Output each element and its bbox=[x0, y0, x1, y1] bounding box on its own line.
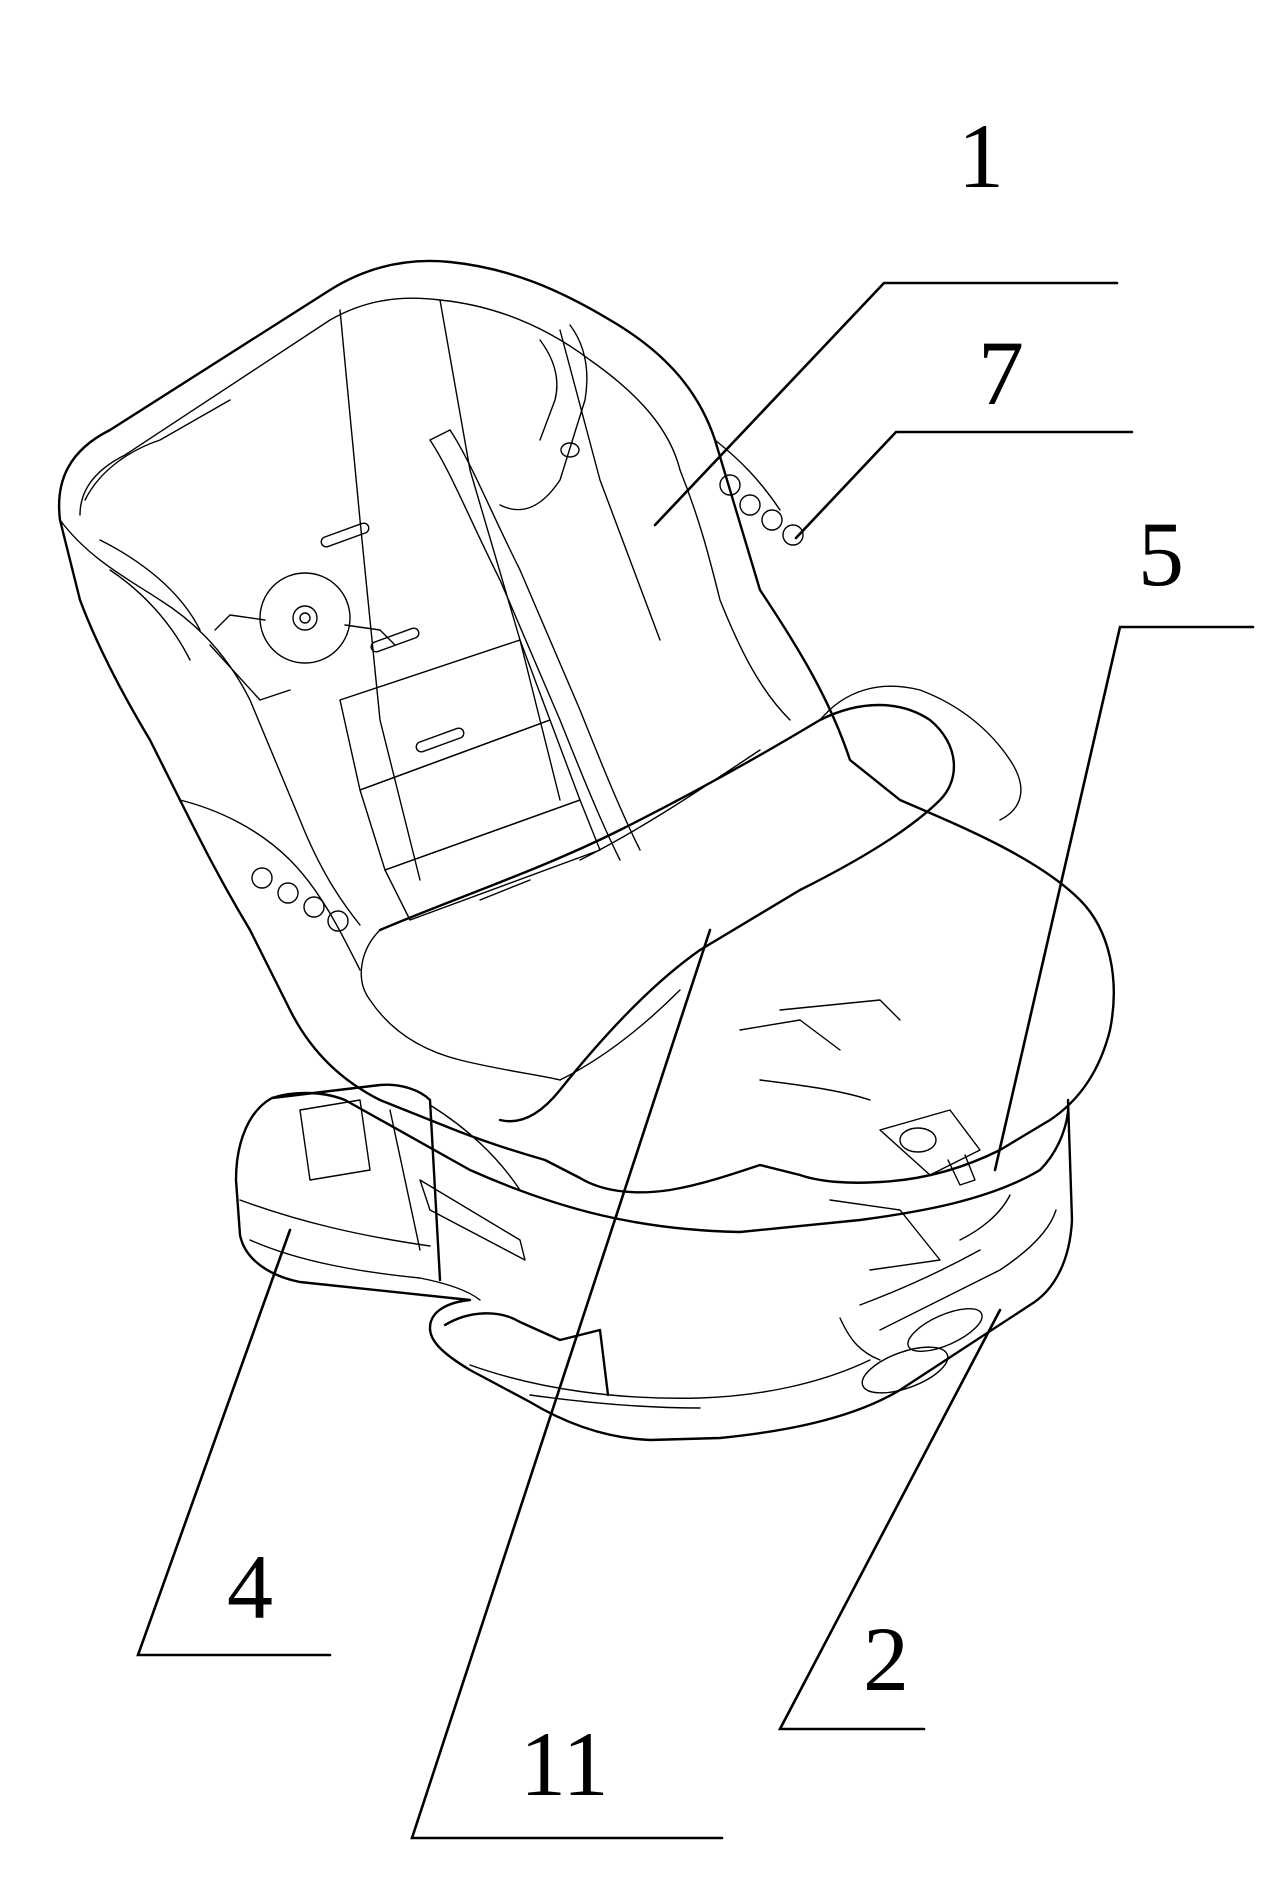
seat-shell bbox=[59, 261, 1114, 1192]
leader-line-7 bbox=[796, 432, 1132, 538]
safety-bumper-bar bbox=[361, 686, 1021, 1121]
label-5: 5 bbox=[1138, 503, 1184, 605]
seat-base bbox=[236, 1085, 1072, 1440]
label-1: 1 bbox=[958, 105, 1004, 207]
reference-numerals: 1 7 5 4 11 2 bbox=[227, 105, 1184, 1815]
label-4: 4 bbox=[227, 1536, 273, 1638]
label-2: 2 bbox=[863, 1608, 909, 1710]
leader-line-11 bbox=[412, 930, 722, 1838]
label-11: 11 bbox=[520, 1713, 609, 1815]
belt-latch bbox=[740, 1000, 980, 1185]
leader-line-5 bbox=[995, 627, 1253, 1170]
label-7: 7 bbox=[978, 322, 1024, 424]
leader-lines bbox=[138, 283, 1253, 1838]
leader-line-1 bbox=[655, 283, 1117, 525]
